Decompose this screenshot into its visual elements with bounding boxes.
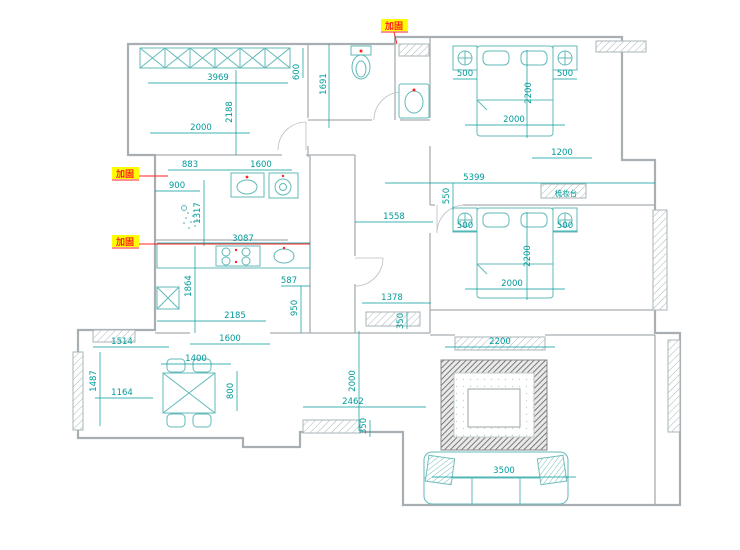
- dim-bath2-right: 1600: [250, 160, 272, 170]
- dim-bed2-length: 2200: [523, 245, 533, 267]
- dim-bedroom1-length: 2188: [225, 101, 235, 123]
- bathroom-fixtures: [350, 43, 430, 119]
- dim-kitchen-a: 587: [281, 276, 297, 286]
- dim-bedroom1-width: 2000: [190, 123, 212, 133]
- window-dining-top: [92, 329, 136, 343]
- reinforce-highlight-top: [381, 19, 408, 31]
- dim-corridor-width: 1378: [381, 293, 403, 303]
- faucet: [412, 88, 416, 92]
- shelf: [398, 43, 430, 57]
- bed: [476, 207, 554, 299]
- door-bedroom2: [436, 204, 466, 234]
- dressing-table: [540, 183, 587, 199]
- dressing-table-label: 梳妆台: [555, 188, 578, 198]
- door-corridor: [354, 257, 384, 287]
- dim-bed1-length: 2200: [524, 82, 534, 104]
- dim-bed2-nightstand-left: 500: [457, 221, 473, 231]
- chair: [166, 413, 186, 428]
- faucet: [245, 175, 249, 179]
- reinforce-label-top: 加固: [384, 20, 403, 32]
- dim-hall-right: 1200: [551, 148, 573, 158]
- washer: [268, 172, 299, 199]
- pillow: [520, 50, 548, 66]
- window-bedroom2-right: [652, 209, 668, 311]
- dim-hall-depth: 550: [442, 188, 452, 204]
- dim-table-width: 1400: [185, 354, 207, 364]
- bed: [476, 45, 554, 137]
- windows: [72, 40, 681, 434]
- dim-hall2-sill: 350: [359, 418, 369, 434]
- coffee-table: [467, 388, 521, 428]
- toilet-valve: [359, 49, 363, 53]
- dim-bed2-entry: 1558: [383, 212, 405, 222]
- dim-bed1-width: 2000: [503, 115, 525, 125]
- kitchen-sink: [273, 248, 295, 264]
- bedroom1-furniture: [452, 45, 578, 137]
- dim-hall2-width: 2462: [342, 397, 364, 407]
- shower-head: [181, 205, 187, 211]
- living-room-furniture: [423, 359, 569, 505]
- dim-bed1-nightstand-right: 500: [557, 69, 573, 79]
- dim-dining-left: 1164: [111, 388, 133, 398]
- pillow: [482, 50, 510, 66]
- dim-kitchen-depth: 1864: [184, 275, 194, 297]
- reinforce-label-low: 加固: [115, 236, 134, 248]
- dim-hall2-length: 2000: [348, 370, 358, 392]
- door-bathroom: [373, 91, 403, 121]
- dim-kitchen-width: 3087: [232, 234, 254, 244]
- dim-kitchen-opening: 1600: [219, 334, 241, 344]
- stove: [215, 245, 261, 267]
- dim-bath2-inner: 900: [169, 181, 185, 191]
- dimension-lines: [93, 44, 655, 478]
- window-corridor: [365, 311, 421, 327]
- dim-bed2-nightstand-right: 500: [557, 221, 573, 231]
- pillow: [482, 212, 510, 228]
- dim-bath-length: 1691: [319, 73, 329, 95]
- window-hall-bottom: [302, 419, 361, 434]
- dim-closet-depth: 600: [292, 64, 302, 80]
- pillow: [520, 212, 548, 228]
- reinforce-annotations: 加固 加固 加固: [112, 19, 408, 249]
- window-dining-left: [72, 351, 84, 431]
- reinforce-highlight-mid: [112, 167, 139, 179]
- interior-walls: [128, 37, 656, 505]
- dim-bed2-width: 2000: [501, 279, 523, 289]
- wardrobe: [139, 47, 291, 69]
- sofa-pillow-left: [424, 454, 456, 486]
- sofa-pillow-right: [536, 454, 568, 486]
- bath2-fixtures: [181, 172, 299, 229]
- dim-bath2-depth: 1317: [193, 202, 203, 224]
- window-bedroom1-top: [595, 40, 647, 53]
- reinforce-highlight-low: [112, 235, 139, 247]
- dim-kitchen-b: 950: [290, 300, 300, 316]
- dim-living-window: 2200: [489, 337, 511, 347]
- shower-spray: [183, 212, 198, 229]
- dim-bath2-left: 883: [182, 160, 198, 170]
- dim-hall-span: 5399: [463, 173, 485, 183]
- chair: [166, 358, 186, 373]
- dim-closet-width: 3969: [207, 73, 229, 83]
- chair: [192, 413, 212, 428]
- exterior-walls: [76, 35, 682, 507]
- dimension-texts: 3969 600 2188 2000 1691 500 500 2200 200…: [89, 64, 577, 476]
- toilet-bowl: [351, 54, 371, 80]
- dim-kitchen-c: 2185: [224, 311, 246, 321]
- door-bedroom1: [277, 121, 307, 151]
- doors: [277, 91, 466, 287]
- dim-living-width: 3500: [493, 466, 515, 476]
- dim-corridor-sill: 350: [396, 313, 406, 329]
- chair: [192, 358, 212, 373]
- dining-set: [162, 358, 216, 428]
- faucet: [282, 246, 286, 250]
- reinforce-label-mid: 加固: [115, 168, 134, 180]
- dim-dining-window: 1514: [111, 337, 133, 347]
- window-living-right: [667, 339, 681, 433]
- dim-bed1-nightstand-left: 500: [457, 69, 473, 79]
- dim-table-depth: 800: [226, 383, 236, 399]
- vanity: [398, 83, 430, 119]
- bedroom2-furniture: [452, 207, 578, 299]
- dim-dining-depth: 1487: [89, 370, 99, 392]
